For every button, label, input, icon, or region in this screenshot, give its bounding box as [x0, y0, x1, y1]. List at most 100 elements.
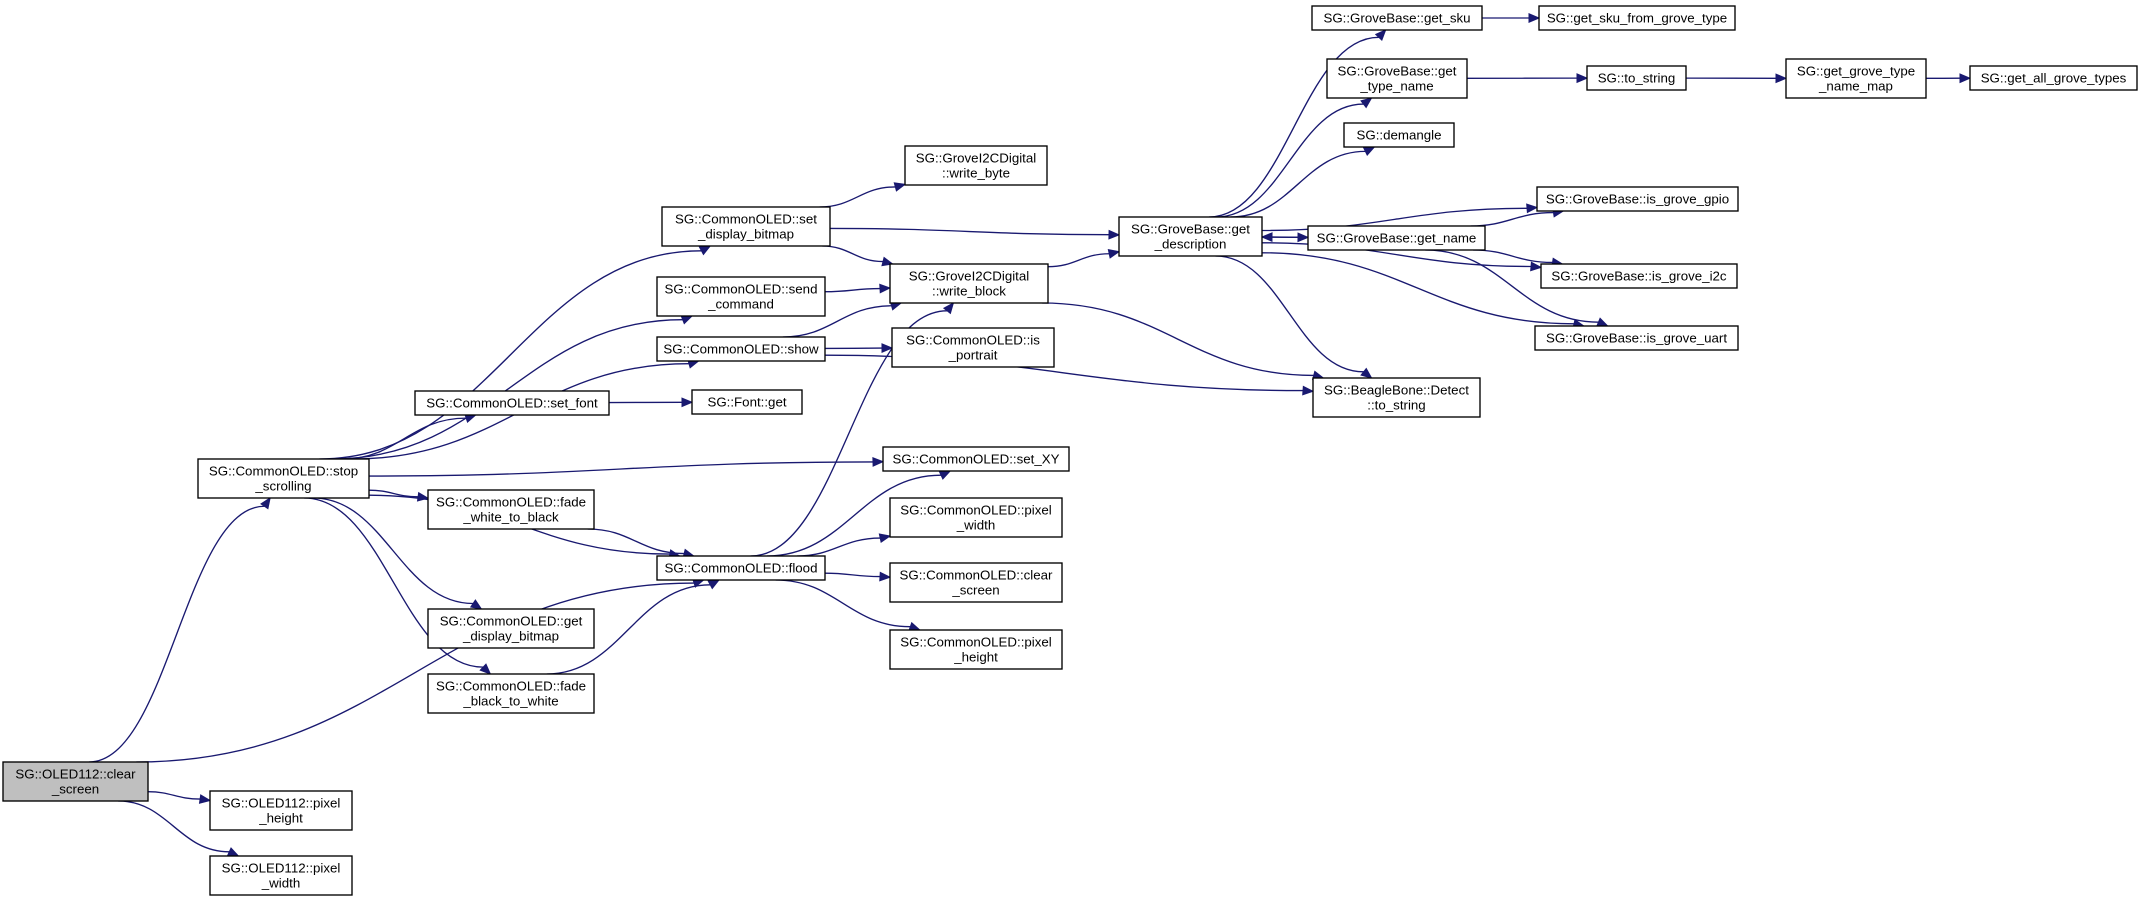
arrowhead-send_command-to-write_block [879, 283, 892, 294]
node-box-oled112_pixel_height[interactable] [209, 790, 353, 831]
node-box-fade_white_to_black[interactable] [427, 489, 595, 530]
arrowhead-stop_scrolling-to-set_display_bitmap [698, 245, 712, 256]
node-write_block[interactable]: SG::GroveI2CDigital::write_block [889, 263, 1049, 304]
node-box-common_pixel_height[interactable] [889, 629, 1063, 670]
edge-get_name-to-is_grove_uart [1425, 249, 1599, 323]
node-get_all_grove_types[interactable]: SG::get_all_grove_types [1969, 65, 2138, 91]
edge-fade_white_to_black-to-flood [587, 528, 685, 555]
node-box-get_name[interactable] [1307, 225, 1486, 251]
node-label-is_portrait-line-0: SG::CommonOLED::is [906, 333, 1040, 348]
node-detect_to_string[interactable]: SG::BeagleBone::Detect::to_string [1312, 377, 1481, 418]
node-set_font[interactable]: SG::CommonOLED::set_font [414, 390, 610, 416]
node-box-set_xy[interactable] [882, 446, 1070, 472]
node-label-is_grove_gpio-line-0: SG::GroveBase::is_grove_gpio [1546, 192, 1729, 207]
node-box-write_byte[interactable] [904, 145, 1048, 186]
node-get_display_bitmap[interactable]: SG::CommonOLED::get_display_bitmap [427, 608, 595, 649]
node-is_grove_i2c[interactable]: SG::GroveBase::is_grove_i2c [1540, 263, 1738, 289]
node-show[interactable]: SG::CommonOLED::show [656, 336, 826, 362]
node-box-demangle[interactable] [1343, 122, 1455, 148]
edge-set_display_bitmap-to-get_description [829, 227, 1110, 236]
node-box-is_grove_uart[interactable] [1534, 325, 1739, 351]
node-label-fade_white_to_black-line-0: SG::CommonOLED::fade [436, 495, 586, 510]
node-box-common_clear_screen[interactable] [889, 562, 1063, 603]
node-box-get_sku[interactable] [1311, 5, 1483, 31]
node-common_clear_screen[interactable]: SG::CommonOLED::clear_screen [889, 562, 1063, 603]
node-common_pixel_width[interactable]: SG::CommonOLED::pixel_width [889, 497, 1063, 538]
arrowhead-stop_scrolling-to-send_command [680, 315, 694, 325]
node-box-get_display_bitmap[interactable] [427, 608, 595, 649]
arrowhead-get_description-to-is_grove_gpio [1526, 203, 1539, 214]
edge-flood-to-write_block [750, 310, 948, 557]
node-box-sg_to_string[interactable] [1586, 65, 1687, 91]
arrowhead-get_name-to-is_grove_uart [1596, 317, 1609, 327]
node-get_description[interactable]: SG::GroveBase::get_description [1118, 216, 1263, 257]
node-box-font_get[interactable] [691, 389, 803, 415]
node-stop_scrolling[interactable]: SG::CommonOLED::stop_scrolling [197, 458, 370, 499]
edge-write_block-to-get_description [1047, 253, 1110, 268]
node-set_xy[interactable]: SG::CommonOLED::set_XY [882, 446, 1070, 472]
node-box-fade_black_to_white[interactable] [427, 673, 595, 714]
node-label-is_portrait-line-1: _portrait [948, 348, 998, 363]
edge-oled112_clear_screen-to-oled112_pixel_width [118, 800, 230, 853]
node-box-is_grove_gpio[interactable] [1536, 186, 1739, 212]
node-box-common_pixel_width[interactable] [889, 497, 1063, 538]
edge-get_name-to-is_grove_i2c [1473, 249, 1553, 264]
node-label-get_all_grove_types-line-0: SG::get_all_grove_types [1981, 71, 2127, 86]
node-label-get_type_name-line-0: SG::GroveBase::get [1338, 64, 1457, 79]
node-label-common_clear_screen-line-0: SG::CommonOLED::clear [900, 568, 1054, 583]
node-get_sku_from_grove_type[interactable]: SG::get_sku_from_grove_type [1538, 5, 1736, 31]
node-fade_white_to_black[interactable]: SG::CommonOLED::fade_white_to_black [427, 489, 595, 530]
node-box-oled112_pixel_width[interactable] [209, 855, 353, 896]
node-box-is_grove_i2c[interactable] [1540, 263, 1738, 289]
node-box-flood[interactable] [656, 555, 826, 581]
edge-stop_scrolling-to-fade_white_to_black [368, 489, 419, 498]
node-box-set_display_bitmap[interactable] [661, 206, 831, 247]
node-is_portrait[interactable]: SG::CommonOLED::is_portrait [891, 327, 1055, 368]
node-get_grove_type_name_map[interactable]: SG::get_grove_type_name_map [1785, 58, 1927, 99]
node-label-get_description-line-1: _description [1154, 237, 1227, 252]
node-flood[interactable]: SG::CommonOLED::flood [656, 555, 826, 581]
node-box-oled112_clear_screen[interactable] [2, 761, 149, 802]
node-send_command[interactable]: SG::CommonOLED::send_command [656, 276, 826, 317]
node-set_display_bitmap[interactable]: SG::CommonOLED::set_display_bitmap [661, 206, 831, 247]
node-box-get_grove_type_name_map[interactable] [1785, 58, 1927, 99]
node-label-set_display_bitmap-line-1: _display_bitmap [697, 227, 794, 242]
node-box-write_block[interactable] [889, 263, 1049, 304]
edge-oled112_clear_screen-to-stop_scrolling [88, 505, 265, 763]
node-box-get_type_name[interactable] [1326, 58, 1468, 99]
node-oled112_pixel_height[interactable]: SG::OLED112::pixel_height [209, 790, 353, 831]
node-box-get_description[interactable] [1118, 216, 1263, 257]
edge-flood-to-set_xy [766, 474, 942, 557]
node-label-flood-line-0: SG::CommonOLED::flood [665, 561, 818, 576]
node-box-stop_scrolling[interactable] [197, 458, 370, 499]
node-label-send_command-line-0: SG::CommonOLED::send [665, 282, 818, 297]
node-get_name[interactable]: SG::GroveBase::get_name [1307, 225, 1486, 251]
node-oled112_pixel_width[interactable]: SG::OLED112::pixel_width [209, 855, 353, 896]
node-get_sku[interactable]: SG::GroveBase::get_sku [1311, 5, 1483, 31]
node-box-show[interactable] [656, 336, 826, 362]
node-common_pixel_height[interactable]: SG::CommonOLED::pixel_height [889, 629, 1063, 670]
node-box-get_all_grove_types[interactable] [1969, 65, 2138, 91]
arrowhead-flood-to-common_pixel_width [878, 533, 892, 544]
node-box-detect_to_string[interactable] [1312, 377, 1481, 418]
node-box-is_portrait[interactable] [891, 327, 1055, 368]
node-get_type_name[interactable]: SG::GroveBase::get_type_name [1326, 58, 1468, 99]
node-box-set_font[interactable] [414, 390, 610, 416]
node-is_grove_uart[interactable]: SG::GroveBase::is_grove_uart [1534, 325, 1739, 351]
node-label-oled112_pixel_height-line-1: _height [258, 811, 303, 826]
node-label-oled112_pixel_width-line-0: SG::OLED112::pixel [222, 861, 341, 876]
node-oled112_clear_screen[interactable]: SG::OLED112::clear_screen [2, 761, 149, 802]
node-box-send_command[interactable] [656, 276, 826, 317]
node-fade_black_to_white[interactable]: SG::CommonOLED::fade_black_to_white [427, 673, 595, 714]
node-sg_to_string[interactable]: SG::to_string [1586, 65, 1687, 91]
node-is_grove_gpio[interactable]: SG::GroveBase::is_grove_gpio [1536, 186, 1739, 212]
edge-get_description-to-demangle [1230, 150, 1366, 218]
node-write_byte[interactable]: SG::GroveI2CDigital::write_byte [904, 145, 1048, 186]
node-font_get[interactable]: SG::Font::get [691, 389, 803, 415]
node-label-common_clear_screen-line-1: _screen [951, 583, 999, 598]
node-label-set_display_bitmap-line-0: SG::CommonOLED::set [675, 212, 817, 227]
node-demangle[interactable]: SG::demangle [1343, 122, 1455, 148]
node-box-get_sku_from_grove_type[interactable] [1538, 5, 1736, 31]
arrowhead-flood-to-set_xy [938, 470, 952, 480]
